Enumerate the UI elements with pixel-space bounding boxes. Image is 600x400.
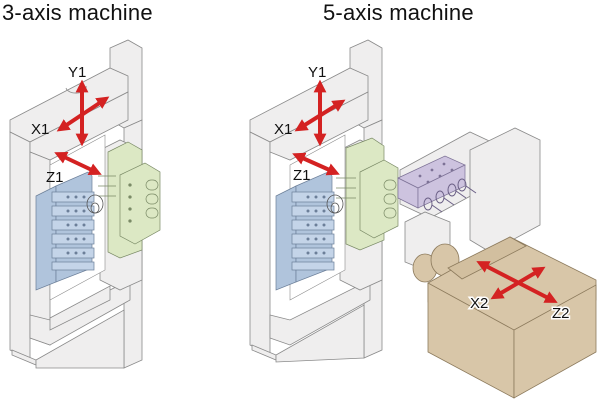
tool-block-blue — [275, 171, 335, 291]
tool-block-green — [336, 137, 399, 251]
five-axis-machine: Y1 X1 Z1 X2 Z2 — [249, 39, 597, 399]
axis-label-y1: Y1 — [68, 64, 86, 81]
panel-title-5-axis: 5-axis machine — [323, 0, 474, 25]
three-axis-machine: Y1 X1 Z1 — [9, 39, 161, 369]
axis-label-x2: X2 — [470, 295, 488, 312]
axis-label-z1: Z1 — [46, 169, 64, 186]
x1-arrow — [294, 99, 346, 132]
panel-title-3-axis: 3-axis machine — [2, 0, 153, 25]
axis-label-y1: Y1 — [308, 64, 326, 81]
tool-block-green — [98, 141, 161, 259]
tool-block-purple — [397, 155, 477, 213]
axis-label-z2: Z2 — [552, 305, 570, 322]
spindle-rings — [86, 194, 104, 214]
x1-arrow — [56, 96, 110, 132]
tool-block-blue — [35, 171, 95, 291]
axis-label-x1: X1 — [31, 121, 49, 138]
z1-arrow — [54, 151, 102, 176]
z2-arrow — [476, 261, 558, 303]
axis-label-x1: X1 — [274, 121, 292, 138]
z1-arrow — [292, 152, 340, 176]
spindle-rings — [326, 194, 344, 214]
axis-arrows — [54, 79, 110, 176]
axis-label-z1: Z1 — [293, 167, 311, 184]
axis-arrows — [292, 79, 558, 303]
